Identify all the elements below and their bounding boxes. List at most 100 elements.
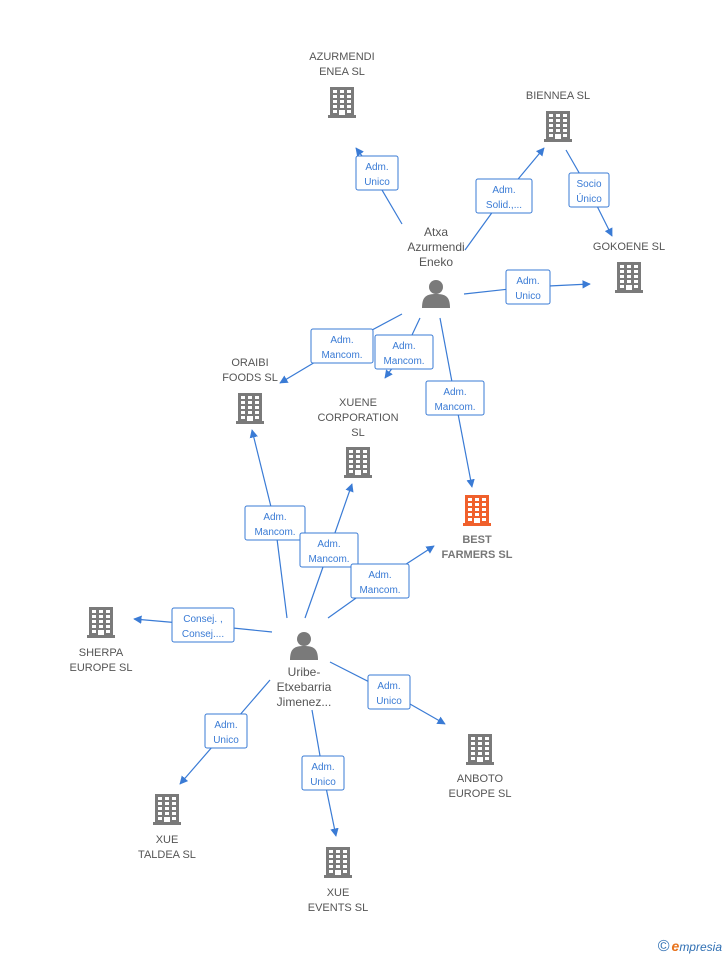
edge-label-text: Mancom. [308, 554, 349, 565]
company-name-text: EUROPE SL [70, 662, 133, 674]
building-icon [344, 447, 372, 478]
edge-label-box [301, 755, 345, 791]
person-icon [290, 632, 318, 660]
company-node-oraibi[interactable]: ORAIBI FOODS SL [222, 357, 278, 424]
company-name-text: SHERPA [79, 647, 124, 659]
brand-name: mpresia [679, 940, 722, 954]
company-node-xuetaldea[interactable]: XUE TALDEA SL [138, 794, 196, 861]
company-node-xueevents[interactable]: XUE EVENTS SL [308, 847, 369, 914]
company-name-text: BIENNEA SL [526, 90, 590, 102]
company-name-text: FOODS SL [222, 372, 278, 384]
company-node-gokoene[interactable]: GOKOENE SL [593, 241, 665, 293]
edge-label-text: Adm. [368, 570, 391, 581]
edge-label-uribe-to-xuene[interactable]: Adm. Mancom. [299, 532, 359, 568]
edge-label-uribe-to-xueevents[interactable]: Adm. Unico [301, 755, 345, 791]
edge-label-atxa-to-xuene[interactable]: Adm.Mancom. [374, 334, 434, 370]
edge-label-text: Mancom. [254, 527, 295, 538]
edge-label-box [374, 334, 434, 370]
edge-label-box [350, 563, 410, 599]
company-name-text: GOKOENE SL [593, 241, 665, 253]
nodes-layer: AtxaAzurmendiEnekoUribe-EtxebarriaJimene… [70, 51, 666, 914]
company-name-text: XUE [327, 887, 350, 899]
company-node-sherpa[interactable]: SHERPA EUROPE SL [70, 607, 133, 674]
edge-label-atxa-to-biennea[interactable]: Adm. Solid.,... [475, 178, 533, 214]
person-name-text: Eneko [419, 255, 453, 269]
edge-label-atxa-to-oraibi[interactable]: Adm.Mancom. [310, 328, 374, 364]
edge-label-text: Adm. [377, 681, 400, 692]
edge-label-text: Mancom. [359, 585, 400, 596]
person-node-uribe[interactable]: Uribe-EtxebarriaJimenez... [277, 632, 332, 709]
company-node-xuene[interactable]: XUENE CORPORATION SL [317, 397, 399, 478]
company-name-text: TALDEA SL [138, 849, 196, 861]
company-name-text: BEST [462, 534, 492, 546]
edge-label-text: Adm. [392, 341, 415, 352]
edge-label-box [425, 380, 485, 416]
edge-label-text: Adm. [516, 276, 539, 287]
edge-label-box [244, 505, 306, 541]
company-name-text: CORPORATION [317, 412, 398, 424]
company-name-text: ENEA SL [319, 66, 365, 78]
building-icon [463, 495, 491, 526]
building-icon [544, 111, 572, 142]
edge-label-atxa-to-best[interactable]: Adm. Mancom. [425, 380, 485, 416]
company-name-text: FARMERS SL [442, 549, 513, 561]
company-name-text: ANBOTO [457, 773, 504, 785]
edge-label-text: Único [576, 192, 602, 205]
edge-label-box [568, 172, 610, 208]
edge-label-box [505, 269, 551, 305]
edge-label-atxa-to-azurmendi[interactable]: Adm. Unico [355, 155, 399, 191]
edge-label-text: Unico [376, 696, 402, 707]
company-name-text: EUROPE SL [449, 788, 512, 800]
edge-label-text: Mancom. [434, 402, 475, 413]
edge-label-box [310, 328, 374, 364]
edge-label-uribe-to-xuetaldea[interactable]: Adm.Unico [204, 713, 248, 749]
edge-label-text: Solid.,... [486, 200, 522, 211]
edge-label-uribe-to-sherpa[interactable]: Consej. , Consej.... [171, 607, 235, 643]
edge-label-text: Adm. [443, 387, 466, 398]
edge-label-text: Adm. [317, 539, 340, 550]
company-name-text: XUENE [339, 397, 377, 409]
building-icon [236, 393, 264, 424]
edge-label-text: Unico [310, 777, 336, 788]
building-icon [153, 794, 181, 825]
company-name-text: XUE [156, 834, 179, 846]
edge-label-text: Adm. [311, 762, 334, 773]
building-icon [328, 87, 356, 118]
person-name-text: Jimenez... [277, 695, 332, 709]
edge-label-box [204, 713, 248, 749]
person-name-text: Atxa [424, 225, 448, 239]
company-name-text: SL [351, 427, 364, 439]
edge-label-text: Adm. [214, 720, 237, 731]
company-node-best[interactable]: BEST FARMERS SL [442, 495, 513, 561]
copyright-symbol: © [657, 938, 670, 955]
edge-label-box [171, 607, 235, 643]
edge-label-uribe-to-oraibi[interactable]: Adm. Mancom. [244, 505, 306, 541]
building-icon [466, 734, 494, 765]
edge-label-text: Adm. [365, 162, 388, 173]
edge-label-atxa-to-gokoene[interactable]: Adm. Unico [505, 269, 551, 305]
edge-label-text: Unico [364, 177, 390, 188]
company-node-biennea[interactable]: BIENNEA SL [526, 90, 590, 142]
edge-label-uribe-to-best[interactable]: Adm. Mancom. [350, 563, 410, 599]
edge-label-box [299, 532, 359, 568]
edge-label-text: Unico [515, 291, 541, 302]
edge-labels-layer: Adm.UnicoAdm.Solid.,...SocioÚnicoAdm.Uni… [171, 155, 610, 791]
edge-label-text: Consej. , [183, 614, 222, 625]
edge-label-text: Consej.... [182, 629, 224, 640]
company-node-anboto[interactable]: ANBOTO EUROPE SL [449, 734, 512, 800]
company-name-text: ORAIBI [231, 357, 268, 369]
edge-label-text: Adm. [492, 185, 515, 196]
edge-label-text: Adm. [263, 512, 286, 523]
edge-label-uribe-to-anboto[interactable]: Adm. Unico [367, 674, 411, 710]
person-name-text: Azurmendi [407, 240, 464, 254]
building-icon [615, 262, 643, 293]
person-name-text: Etxebarria [277, 680, 332, 694]
edge-label-text: Adm. [330, 335, 353, 346]
brand-logo-initial: e [671, 938, 680, 954]
footer-brand[interactable]: ©empresia [658, 938, 722, 956]
company-name-text: EVENTS SL [308, 902, 369, 914]
